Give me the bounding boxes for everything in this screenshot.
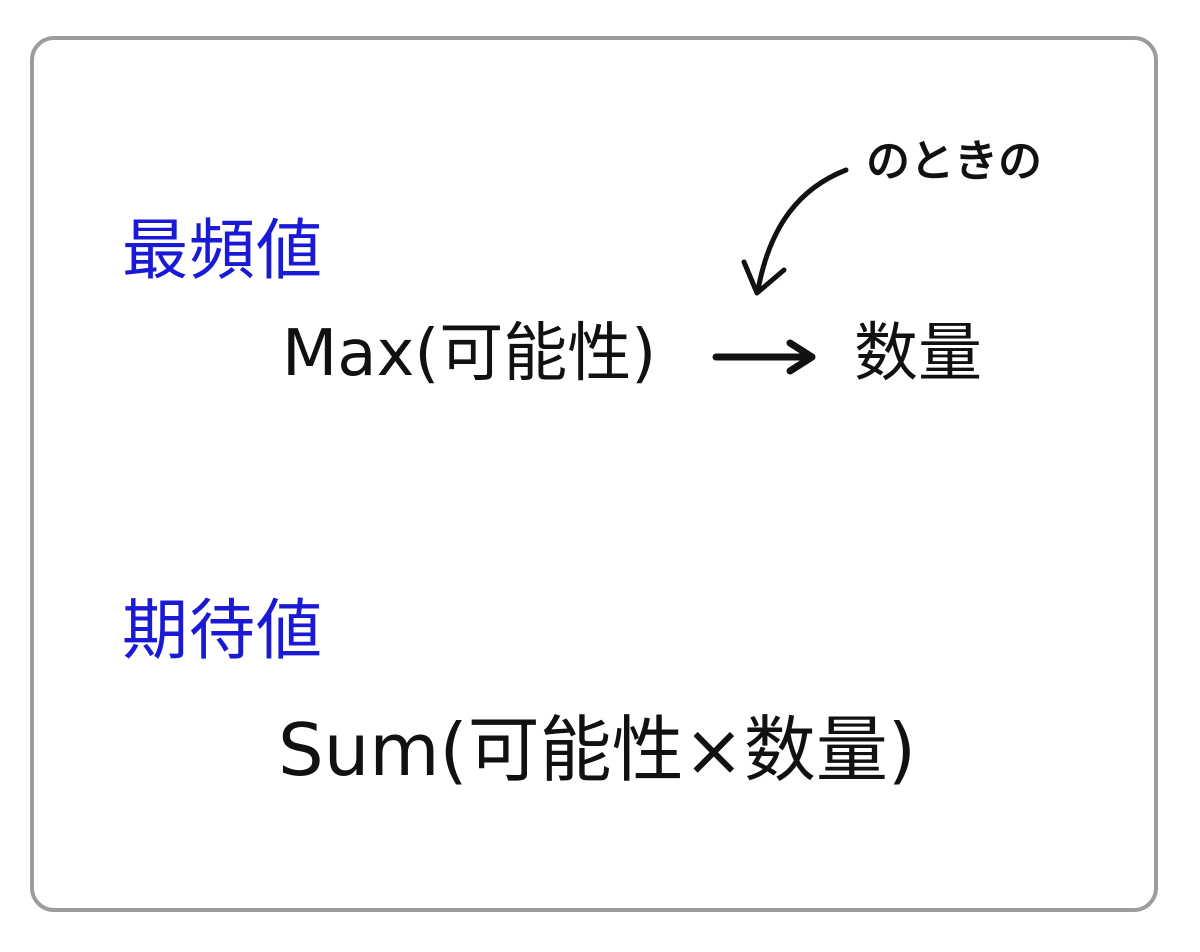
mode-annotation: のときの — [866, 136, 1042, 187]
expected-value-formula: Sum(可能性×数量) — [278, 708, 916, 792]
expected-value-heading: 期待値 — [122, 592, 323, 669]
content-card — [30, 36, 1158, 912]
mode-formula-right: 数量 — [854, 317, 982, 391]
mode-heading: 最頻値 — [122, 212, 323, 289]
mode-formula-left: Max(可能性) — [282, 317, 657, 391]
